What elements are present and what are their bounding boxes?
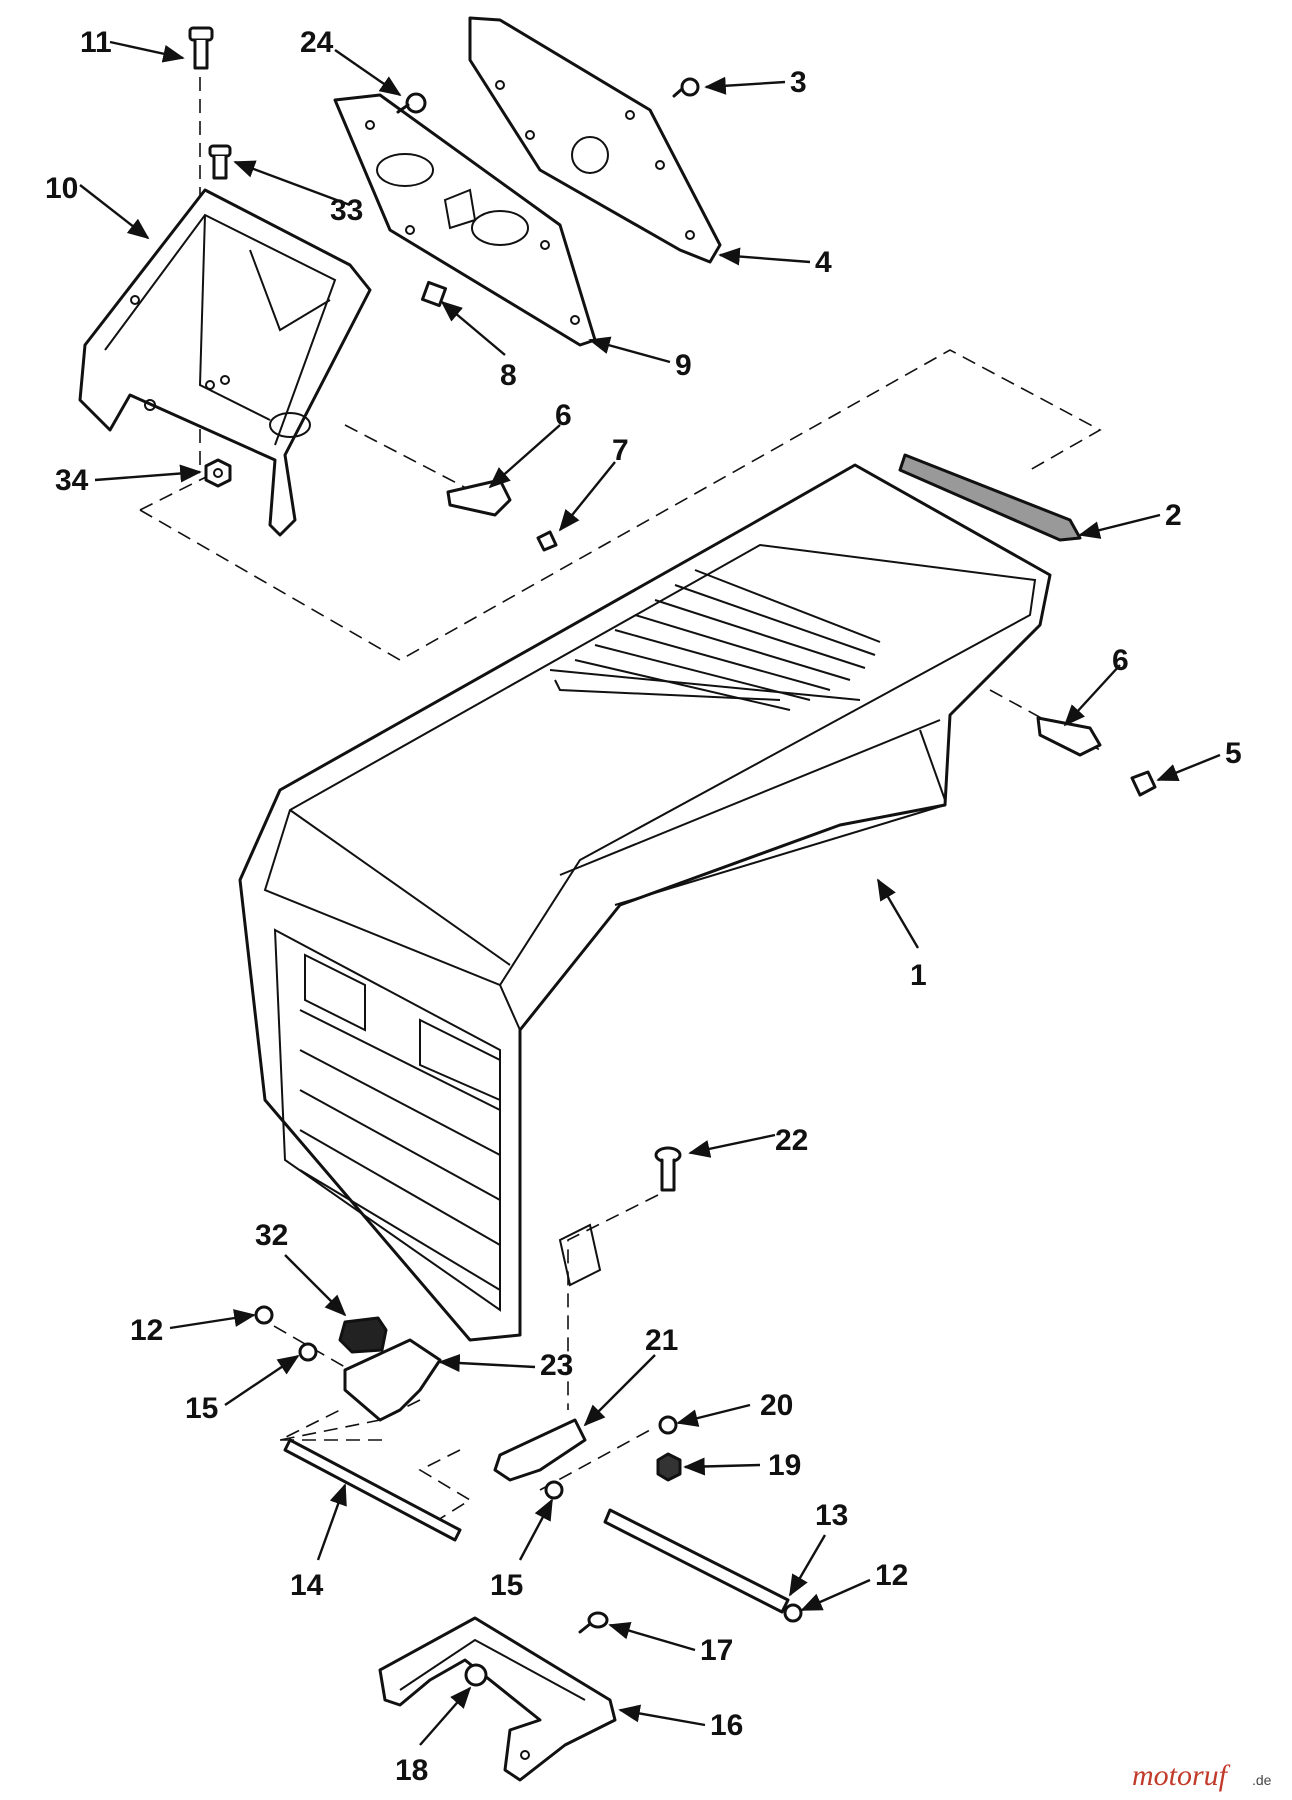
callout-19: 19 bbox=[768, 1449, 801, 1482]
callout-12-upper: 12 bbox=[130, 1314, 163, 1347]
callout-33: 33 bbox=[330, 194, 363, 227]
washer-12-lower bbox=[783, 1603, 803, 1623]
callout-4: 4 bbox=[815, 246, 832, 279]
leaders bbox=[79, 40, 1221, 1746]
bolt-11 bbox=[188, 26, 214, 70]
callout-15-lower: 15 bbox=[490, 1569, 523, 1602]
hinge-bracket-21 bbox=[493, 1418, 587, 1482]
hinge-bracket-23 bbox=[343, 1338, 442, 1422]
callout-6-lower: 6 bbox=[1112, 644, 1129, 677]
callout-11: 11 bbox=[80, 26, 112, 59]
callout-1: 1 bbox=[910, 959, 927, 992]
callout-3: 3 bbox=[790, 66, 807, 99]
screw-5 bbox=[1130, 770, 1157, 797]
bolt-33 bbox=[208, 144, 232, 180]
callout-18: 18 bbox=[395, 1754, 428, 1787]
callout-24: 24 bbox=[300, 26, 334, 59]
callout-labels: 11 24 3 10 33 4 8 9 6 7 34 2 6 5 1 22 32… bbox=[45, 26, 1242, 1787]
callout-22: 22 bbox=[775, 1124, 808, 1157]
callout-15-upper: 15 bbox=[185, 1392, 218, 1425]
bumper-32 bbox=[338, 1316, 388, 1354]
screw-24 bbox=[396, 92, 427, 114]
callout-21: 21 bbox=[645, 1324, 678, 1357]
washer-12-upper bbox=[254, 1305, 274, 1325]
watermark-suffix: .de bbox=[1252, 1772, 1272, 1788]
latch-6-upper bbox=[446, 478, 512, 517]
clip-8 bbox=[420, 280, 448, 308]
callout-6-upper: 6 bbox=[555, 399, 572, 432]
washer-15-lower bbox=[544, 1480, 564, 1500]
washer-15-upper bbox=[298, 1342, 318, 1362]
decal-panel bbox=[468, 16, 722, 264]
latch-6-lower bbox=[1036, 716, 1102, 757]
screw-17 bbox=[578, 1611, 609, 1634]
bolt-22 bbox=[654, 1146, 682, 1192]
assembly-lines bbox=[139, 55, 1102, 1526]
bracket-16 bbox=[378, 1616, 617, 1782]
callout-10: 10 bbox=[45, 172, 78, 205]
screw-3 bbox=[672, 77, 700, 98]
callout-5: 5 bbox=[1225, 737, 1242, 770]
callout-16: 16 bbox=[710, 1709, 743, 1742]
dash-support-bracket bbox=[78, 188, 372, 537]
callout-34: 34 bbox=[55, 464, 89, 497]
callout-20: 20 bbox=[760, 1389, 793, 1422]
callout-2: 2 bbox=[1165, 499, 1182, 532]
shaft-13 bbox=[603, 1508, 790, 1614]
callout-23: 23 bbox=[540, 1349, 573, 1382]
callout-9: 9 bbox=[675, 349, 692, 382]
rod-14 bbox=[283, 1438, 462, 1542]
hood bbox=[238, 463, 1052, 1342]
callout-12-lower: 12 bbox=[875, 1559, 908, 1592]
nut-18 bbox=[464, 1663, 488, 1687]
washer-20 bbox=[658, 1415, 678, 1435]
callout-17: 17 bbox=[700, 1634, 733, 1667]
callout-13: 13 bbox=[815, 1499, 848, 1532]
nut-19 bbox=[656, 1452, 682, 1482]
callout-8: 8 bbox=[500, 359, 517, 392]
seal-strip bbox=[898, 453, 1082, 542]
watermark: motoruf .de bbox=[1132, 1759, 1272, 1792]
callout-7: 7 bbox=[612, 434, 629, 467]
callout-32: 32 bbox=[255, 1219, 288, 1252]
callout-14: 14 bbox=[290, 1569, 324, 1602]
screw-7 bbox=[536, 530, 558, 552]
watermark-text: motoruf bbox=[1132, 1759, 1231, 1792]
nut-34 bbox=[204, 458, 232, 488]
